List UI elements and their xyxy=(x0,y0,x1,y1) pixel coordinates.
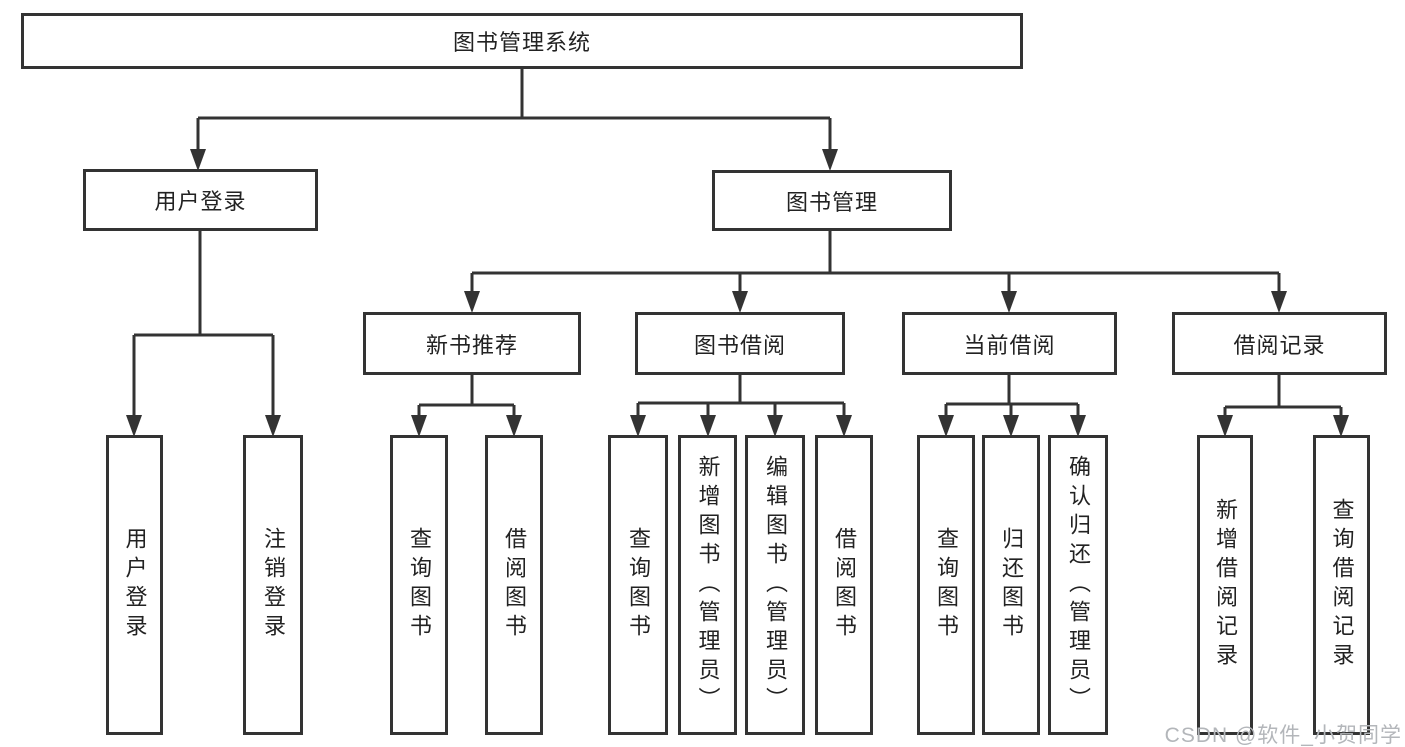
arrowhead xyxy=(506,415,522,437)
leaf-edit-books-admin: 编辑图书（管理员） xyxy=(745,435,805,735)
leaf-add-borrow-record: 新增借阅记录 xyxy=(1197,435,1253,735)
leaf-query-books-borrowing-label: 查询图书 xyxy=(626,527,651,643)
leaf-query-borrow-record-label: 查询借阅记录 xyxy=(1329,498,1355,672)
connector-book-borrowing-children xyxy=(636,375,846,416)
arrowhead xyxy=(822,149,838,171)
arrowhead xyxy=(1271,291,1287,313)
arrowhead xyxy=(265,415,281,437)
connector-current-borrowing-children xyxy=(944,375,1080,416)
arrowhead xyxy=(126,415,142,437)
leaf-return-books: 归还图书 xyxy=(982,435,1040,735)
arrowhead xyxy=(630,415,646,437)
node-book-borrowing: 图书借阅 xyxy=(635,312,845,375)
arrowhead xyxy=(464,291,480,313)
arrowhead xyxy=(190,149,206,171)
node-user-login-label: 用户登录 xyxy=(154,189,247,214)
connector-root-to-level2 xyxy=(196,69,832,150)
leaf-query-books-borrowing: 查询图书 xyxy=(608,435,668,735)
leaf-logout: 注销登录 xyxy=(243,435,303,735)
leaf-logout-label: 注销登录 xyxy=(261,527,286,643)
arrowhead xyxy=(1217,415,1233,437)
connector-user-login-children xyxy=(132,231,275,416)
leaf-user-login-label: 用户登录 xyxy=(122,527,148,643)
node-book-borrowing-label: 图书借阅 xyxy=(693,332,786,358)
connector-new-book-recommend-children xyxy=(417,375,516,416)
node-book-management: 图书管理 xyxy=(712,170,952,231)
arrowhead xyxy=(938,415,954,437)
leaf-query-books-current: 查询图书 xyxy=(917,435,975,735)
node-current-borrowing-label: 当前借阅 xyxy=(963,332,1056,358)
arrowhead xyxy=(1001,291,1017,313)
node-root: 图书管理系统 xyxy=(21,13,1023,69)
arrowhead xyxy=(732,291,748,313)
connector-borrowing-records-children xyxy=(1223,375,1343,416)
node-borrowing-records: 借阅记录 xyxy=(1172,312,1387,375)
csdn-watermark: CSDN @软件_小贺同学 xyxy=(1164,724,1402,747)
node-new-book-recommend-label: 新书推荐 xyxy=(425,332,518,358)
arrowhead xyxy=(1003,415,1019,437)
node-user-login: 用户登录 xyxy=(83,169,318,231)
arrowhead xyxy=(700,415,716,437)
leaf-add-books-admin: 新增图书（管理员） xyxy=(678,435,737,735)
node-current-borrowing: 当前借阅 xyxy=(902,312,1117,375)
node-new-book-recommend: 新书推荐 xyxy=(363,312,581,375)
leaf-borrow-books-recommend: 借阅图书 xyxy=(485,435,543,735)
arrowhead xyxy=(836,415,852,437)
arrowhead xyxy=(1070,415,1086,437)
leaf-confirm-return-admin: 确认归还（管理员） xyxy=(1048,435,1108,735)
leaf-query-books-recommend-label: 查询图书 xyxy=(407,527,432,643)
leaf-query-borrow-record: 查询借阅记录 xyxy=(1313,435,1370,735)
leaf-query-books-current-label: 查询图书 xyxy=(934,527,959,643)
arrowhead xyxy=(1333,415,1349,437)
leaf-add-borrow-record-label: 新增借阅记录 xyxy=(1213,498,1238,672)
leaf-edit-books-admin-label: 编辑图书（管理员） xyxy=(763,454,788,716)
leaf-query-books-recommend: 查询图书 xyxy=(390,435,448,735)
leaf-borrow-books: 借阅图书 xyxy=(815,435,873,735)
leaf-return-books-label: 归还图书 xyxy=(999,527,1024,643)
node-root-label: 图书管理系统 xyxy=(452,30,591,55)
node-book-management-label: 图书管理 xyxy=(785,189,878,215)
leaf-borrow-books-recommend-label: 借阅图书 xyxy=(502,527,527,643)
arrowhead xyxy=(411,415,427,437)
leaf-user-login: 用户登录 xyxy=(106,435,163,735)
leaf-add-books-admin-label: 新增图书（管理员） xyxy=(695,454,721,716)
leaf-confirm-return-admin-label: 确认归还（管理员） xyxy=(1066,454,1091,716)
arrowhead xyxy=(767,415,783,437)
node-borrowing-records-label: 借阅记录 xyxy=(1233,332,1326,358)
connector-book-management-children xyxy=(470,231,1281,292)
leaf-borrow-books-label: 借阅图书 xyxy=(832,527,857,643)
